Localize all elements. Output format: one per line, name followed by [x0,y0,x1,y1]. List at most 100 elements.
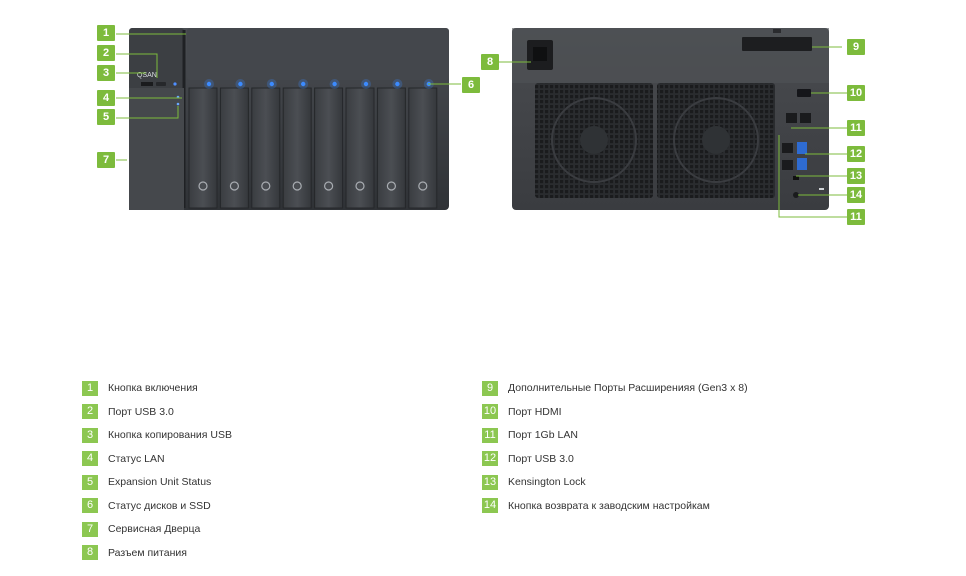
legend-number: 5 [82,474,98,490]
drive-led-glow [204,79,214,89]
lan-port-2[interactable] [800,113,811,123]
legend-label: Порт 1Gb LAN [508,429,578,441]
bay-latch-icon[interactable] [418,181,428,191]
legend-item: 4 Статус LAN [82,450,232,468]
drive-status-led [363,81,369,87]
callout-12: 12 [847,146,865,162]
legend-number: 9 [482,380,498,396]
expansion-slot[interactable] [742,37,812,51]
legend-item: 10 Порт HDMI [482,403,748,421]
legend-number: 1 [82,380,98,396]
drive-bay-6[interactable] [345,87,375,209]
legend-item: 7 Сервисная Дверца [82,520,232,538]
callout-7: 7 [97,152,115,168]
callout-1: 1 [97,25,115,41]
legend-label: Порт USB 3.0 [108,405,174,418]
drive-bay-4[interactable] [282,87,312,209]
drive-status-led [332,81,337,87]
lan-port-4[interactable] [782,160,793,170]
bay-latch-icon[interactable] [261,181,271,191]
bay-latch-icon[interactable] [229,181,239,191]
legend-label: Порт HDMI [508,405,562,418]
bay-latch-icon[interactable] [386,181,396,191]
legend-item: 6 Статус дисков и SSD [82,497,232,515]
callout-11-top: 11 [847,120,865,136]
legend-item: 1 Кнопка включения [82,379,232,397]
legend-item: 3 Кнопка копирования USB [82,426,232,444]
callout-9: 9 [847,39,865,55]
legend-number: 3 [82,427,98,443]
bay-latch-icon[interactable] [198,181,208,191]
leader-lines [116,33,847,218]
legend-number: 13 [482,474,498,490]
legend-number: 7 [82,521,98,537]
drive-led-glow [329,79,340,89]
usb-port-1[interactable] [797,142,807,154]
legend-number: 11 [482,427,498,443]
bay-latch-icon[interactable] [324,181,334,191]
expansion-status-led [176,102,180,106]
back-view [512,28,829,210]
drive-led-glow [298,79,309,89]
legend-label: Статус LAN [108,452,165,465]
legend-label: Кнопка включения [108,382,198,394]
drive-status-led [238,81,243,87]
bay-latch-icon[interactable] [355,181,365,191]
callout-8: 8 [481,54,499,70]
drive-status-led [206,81,212,87]
legend-number: 2 [82,404,98,419]
legend-number: 4 [82,451,98,466]
lan-port-3[interactable] [782,143,793,153]
front-usb-port[interactable] [141,82,153,86]
legend-item: 11 Порт 1Gb LAN [482,426,748,444]
front-view: QSAN [129,28,449,210]
legend-label: Кнопка возврата к заводским настройкам [508,499,710,512]
drive-led-glow [266,79,277,89]
legend-label: Дополнительные Порты Расширенияя (Gen3 x… [508,382,748,394]
legend-number: 10 [482,404,498,419]
hdmi-port[interactable] [797,89,811,97]
power-led [173,82,177,86]
callout-5: 5 [97,109,115,125]
drive-bay-5[interactable] [314,87,344,209]
legend-label: Разъем питания [108,546,187,559]
legend-label: Сервисная Дверца [108,523,201,535]
legend-label: Порт USB 3.0 [508,452,574,465]
drive-led-glow [361,79,371,89]
callout-13: 13 [847,168,865,184]
usb-port-2[interactable] [797,158,807,170]
bay-latch-icon[interactable] [292,181,302,191]
drive-status-led [269,81,274,87]
usb-copy-button[interactable] [156,82,166,86]
legend-number: 12 [482,451,498,466]
legend-item: 2 Порт USB 3.0 [82,403,232,421]
legend-number: 8 [82,545,98,560]
kensington-slot[interactable] [793,176,799,180]
callout-14: 14 [847,187,865,203]
legend-item: 13 Kensington Lock [482,473,748,491]
device-illustration: QSAN [116,28,847,218]
drive-status-led [301,81,306,87]
callout-10: 10 [847,85,865,101]
legend-item: 5 Expansion Unit Status [82,473,232,491]
callout-3: 3 [97,65,115,81]
drive-bay-7[interactable] [376,87,406,209]
drive-bay-1[interactable] [188,87,218,209]
drive-led-glow [392,79,403,89]
product-figure: QSAN [0,0,966,230]
legend-item: 8 Разъем питания [82,544,232,562]
drive-status-led [395,81,400,87]
drive-bays [188,79,438,209]
drive-bay-8[interactable] [408,87,438,209]
legend-number: 6 [82,498,98,513]
reset-button[interactable] [793,192,799,198]
drive-bay-2[interactable] [219,87,249,209]
callout-11-bottom: 11 [847,209,865,225]
callout-4: 4 [97,90,115,106]
drive-bay-3[interactable] [251,87,281,209]
legend-item: 9 Дополнительные Порты Расширенияя (Gen3… [482,379,748,397]
legend-left-column: 1 Кнопка включения 2 Порт USB 3.0 3 Кноп… [82,379,232,567]
callout-2: 2 [97,45,115,61]
lan-port-1[interactable] [786,113,797,123]
drive-led-glow [235,79,246,89]
